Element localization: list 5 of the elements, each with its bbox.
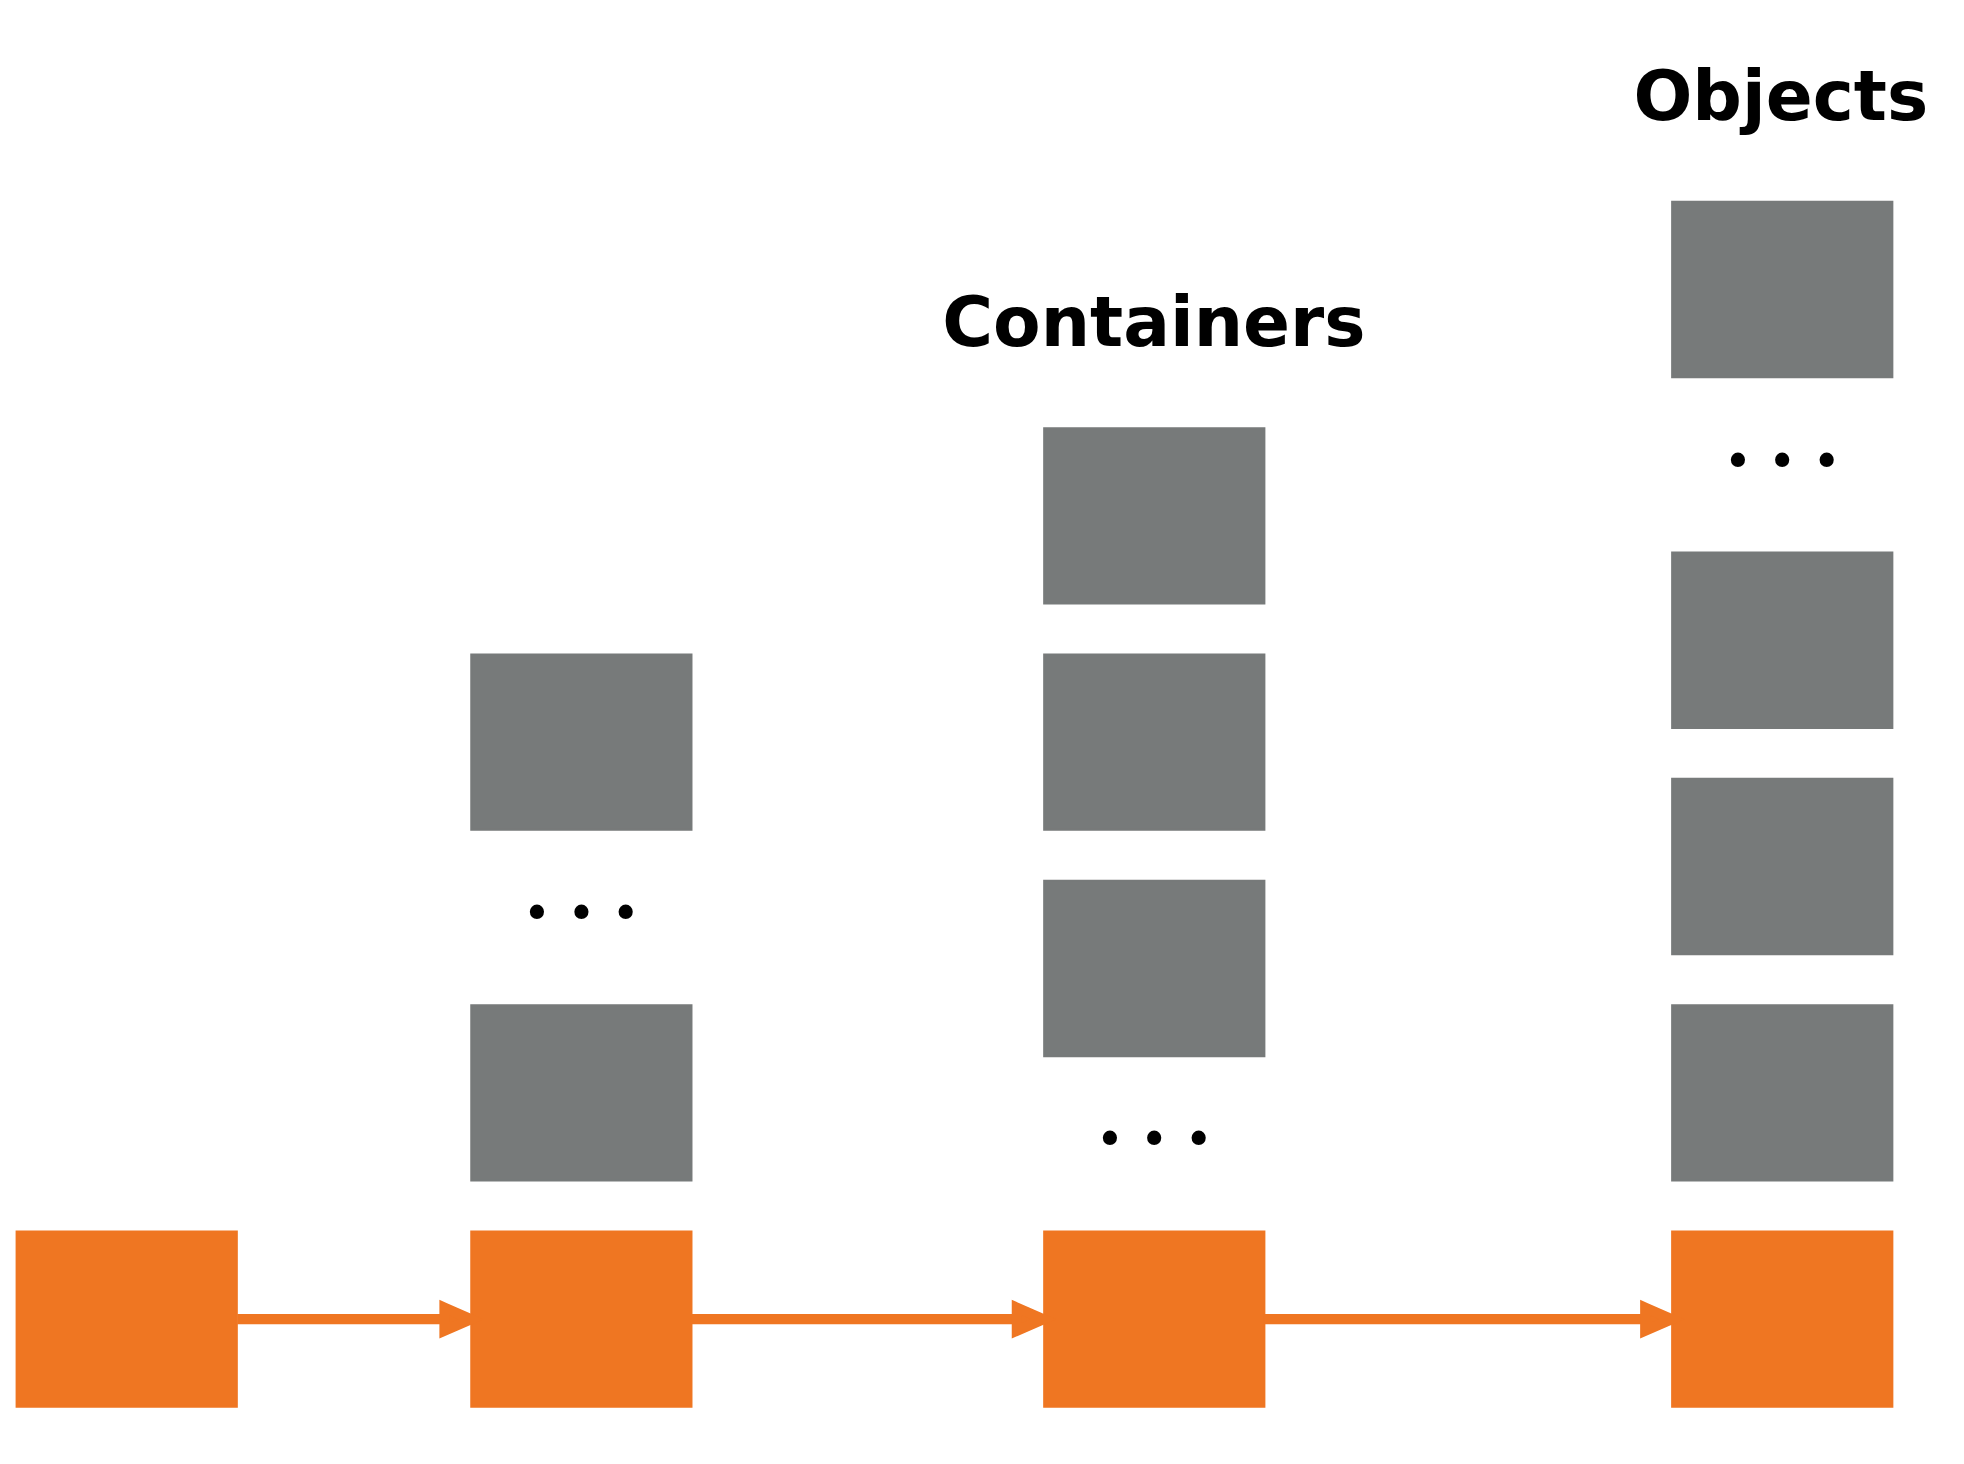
label: • • •	[1723, 432, 1842, 490]
label: • • •	[522, 884, 641, 942]
label: • • •	[1095, 1110, 1214, 1168]
label: Objects	[1633, 55, 1929, 136]
label: Containers	[942, 281, 1366, 362]
